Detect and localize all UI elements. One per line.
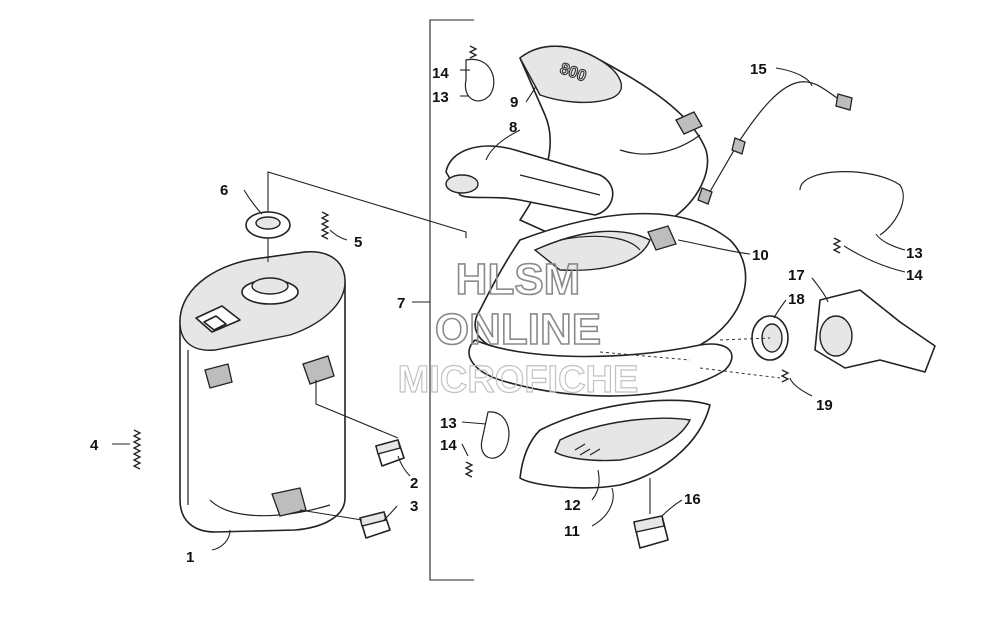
callout-6: 6: [220, 182, 228, 199]
callout-19: 19: [816, 397, 833, 414]
callout-12: 12: [564, 497, 581, 514]
callout-17: 17: [788, 267, 805, 284]
grommet-to-pipe-line: [267, 171, 467, 238]
spring-4: [132, 429, 142, 470]
leader-13-lower: [461, 421, 487, 425]
leader-14-lower: [461, 443, 469, 457]
leader-16: [661, 499, 683, 517]
grommet: [245, 211, 291, 239]
exhaust-sensor: [697, 81, 853, 205]
clamp-spring-right: [832, 237, 842, 254]
callout-8: 8: [509, 119, 517, 136]
leader-17: [811, 277, 829, 303]
watermark-line-1: HLSM: [456, 255, 581, 304]
clamp-lower-left: [480, 411, 510, 459]
exhaust-flange: [814, 289, 936, 373]
leader-8: [485, 129, 521, 161]
spring-19: [780, 369, 790, 383]
spring-5: [320, 211, 330, 240]
leader-5: [329, 229, 348, 241]
clamp-upper-left: [464, 58, 495, 102]
callout-15: 15: [750, 61, 767, 78]
callout-18: 18: [788, 291, 805, 308]
leader-10: [677, 239, 751, 255]
leader-1: [211, 529, 231, 551]
leader-18: [773, 299, 787, 319]
callout-5: 5: [354, 234, 362, 251]
heat-shield: [468, 212, 747, 397]
leader-13c: [875, 233, 906, 251]
callout-13-upper: 13: [432, 89, 449, 106]
lower-guard: [519, 399, 711, 489]
callout-9: 9: [510, 94, 518, 111]
rubber-mount-3: [359, 511, 391, 539]
watermark-line-2: ONLINE: [435, 305, 601, 354]
clamp-upper-right: [799, 171, 904, 236]
leader-6: [243, 189, 263, 215]
clamp-spring-lower-left: [464, 461, 474, 478]
expansion-chamber: 800: [519, 45, 709, 244]
leader-15: [775, 67, 813, 87]
leader-11: [591, 487, 614, 527]
clamp-spring-upper-left: [468, 45, 478, 59]
bracket-line-3: [299, 509, 363, 521]
leader-9: [525, 85, 537, 103]
callout-3: 3: [410, 498, 418, 515]
watermark-line-3: MICROFICHE: [398, 359, 639, 401]
assembly-bracket: [429, 19, 474, 581]
muffler: [179, 251, 346, 533]
callout-10: 10: [752, 247, 769, 264]
leader-14c: [843, 245, 906, 273]
callout-16: 16: [684, 491, 701, 508]
seal-axis: [719, 337, 771, 341]
callout-14-lower: 14: [440, 437, 457, 454]
leader-3: [383, 505, 398, 521]
rubber-mount-2: [375, 439, 405, 467]
callout-11: 11: [564, 523, 580, 540]
callout-1: 1: [186, 549, 194, 566]
callout-13-lower: 13: [440, 415, 457, 432]
callout-4: 4: [90, 437, 99, 454]
spring-19-axis: [699, 367, 781, 379]
rubber-mount-16: [633, 515, 669, 549]
callout-13-right: 13: [906, 245, 923, 262]
leader-12: [591, 469, 600, 501]
y-pipe: [445, 145, 614, 216]
callout-14-right: 14: [906, 267, 923, 284]
callout-2: 2: [410, 475, 418, 492]
leader-2: [397, 455, 411, 477]
callout-14-upper: 14: [432, 65, 449, 82]
leader-19: [789, 377, 813, 397]
callout-7: 7: [397, 295, 405, 312]
bracket-line-2: [315, 380, 399, 439]
